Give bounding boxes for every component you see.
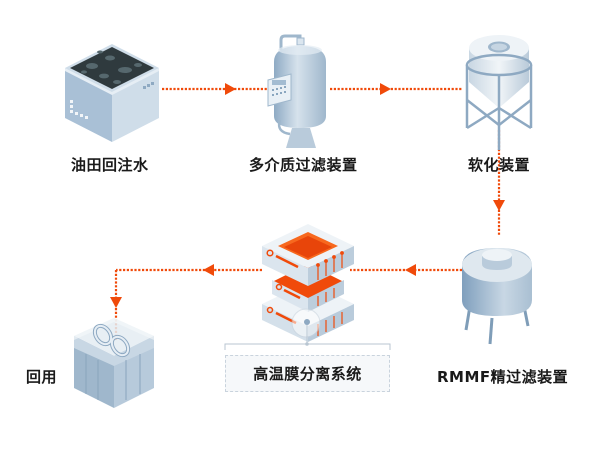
- arrow-head-right-icon: [380, 83, 391, 95]
- node-label-rmmf-filter: RMMF精过滤装置: [437, 368, 569, 386]
- node-label-reuse: 回用: [26, 368, 58, 386]
- node-label-multimedia-filter: 多介质过滤装置: [249, 156, 358, 174]
- flow-arrow-3: [493, 130, 505, 235]
- flow-arrow-2: [330, 83, 462, 95]
- tank-icon: [462, 248, 532, 345]
- arrow-head-right-icon: [225, 83, 236, 95]
- water-tank-icon: [65, 44, 159, 142]
- recycle-box-icon: [74, 318, 154, 408]
- node-label-high-temp-membrane: 高温膜分离系统: [253, 365, 362, 383]
- arrow-head-down-icon: [493, 200, 505, 211]
- arrow-head-left-icon: [203, 264, 214, 276]
- high-temp-membrane-label-box: 高温膜分离系统: [225, 355, 390, 392]
- membrane-stack-icon: [224, 224, 391, 350]
- flow-arrow-1: [162, 83, 270, 95]
- arrow-head-left-icon: [405, 264, 416, 276]
- node-label-oilfield-injection-water: 油田回注水: [71, 156, 149, 174]
- node-label-softening-unit: 软化装置: [468, 156, 531, 174]
- silo-icon: [465, 35, 533, 150]
- flow-arrow-4: [350, 264, 462, 276]
- arrow-head-down-icon: [110, 297, 122, 308]
- pressure-vessel-icon: [267, 34, 326, 148]
